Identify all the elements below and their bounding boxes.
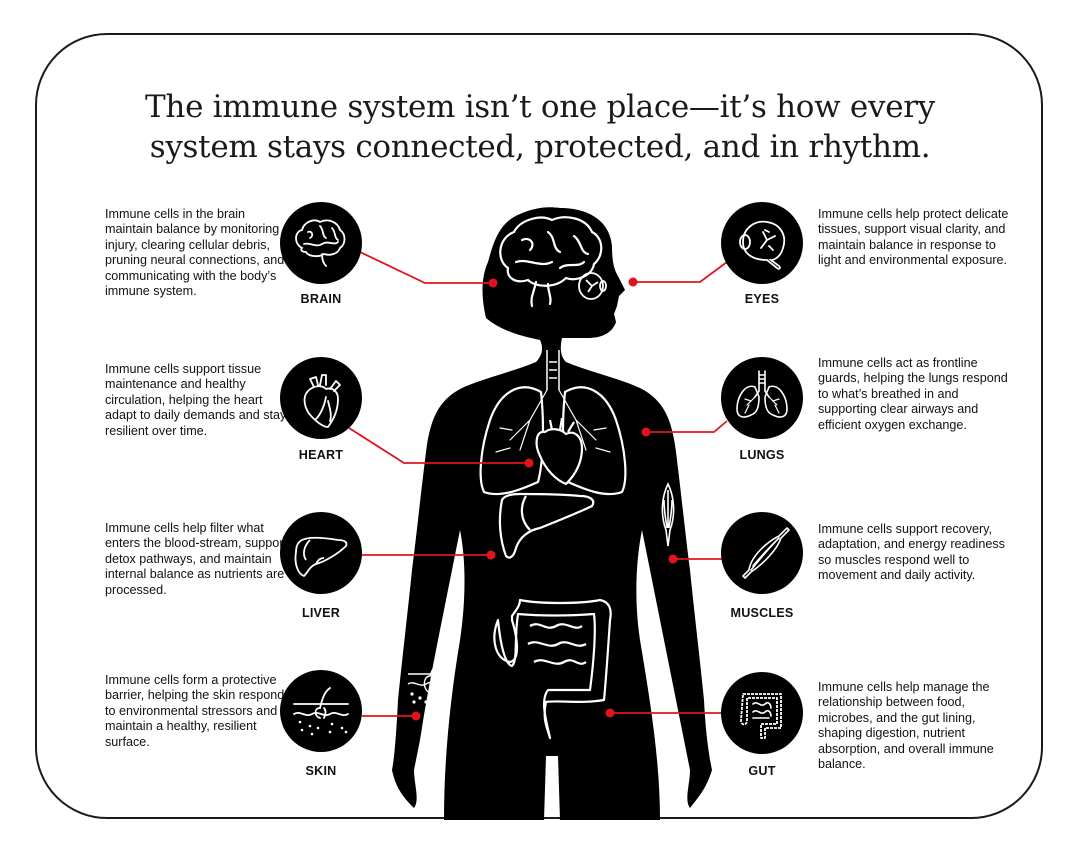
intestine-icon	[740, 693, 782, 739]
lungs-connector	[646, 420, 728, 433]
trachea-outline	[546, 350, 560, 390]
page-title: The immune system isn’t one place—it’s h…	[0, 87, 1080, 167]
liver-label: LIVER	[301, 606, 341, 620]
skin-outline	[407, 663, 441, 704]
heart-label: HEART	[298, 448, 344, 462]
lungs-icon	[736, 370, 788, 418]
heart-icon	[303, 374, 341, 428]
heart-connector	[348, 427, 529, 464]
heart-badge	[280, 357, 362, 439]
brain-connector	[359, 251, 493, 284]
liver-outline	[498, 492, 595, 559]
muscles-dot	[668, 554, 678, 564]
eyes-dot	[628, 277, 638, 287]
brain-badge	[280, 202, 362, 284]
skin-label: SKIN	[305, 764, 337, 778]
brain-label: BRAIN	[300, 292, 342, 306]
silhouette-shape	[392, 207, 712, 820]
skin-dot	[411, 711, 421, 721]
brain-icon	[295, 219, 346, 267]
skin-description: Immune cells form a protective barrier, …	[105, 673, 285, 749]
intestine-outline	[493, 598, 612, 740]
heart-dot	[524, 458, 534, 468]
skin-badge	[280, 670, 362, 752]
brain-dot	[488, 278, 498, 288]
eyes-badge	[721, 202, 803, 284]
gut-description: Immune cells help manage the relationshi…	[818, 680, 994, 772]
liver-icon	[294, 536, 348, 577]
liver-badge	[280, 512, 362, 594]
lungs-description: Immune cells act as frontline guards, he…	[818, 356, 1008, 432]
heart-description: Immune cells support tissue maintenance …	[105, 362, 287, 438]
eye-icon	[739, 220, 786, 270]
lungs-badge	[721, 357, 803, 439]
muscle-outline	[661, 482, 675, 547]
title-line-1: The immune system isn’t one place—it’s h…	[145, 88, 935, 125]
eye-outline	[578, 272, 607, 300]
brain-description: Immune cells in the brain maintain balan…	[105, 207, 285, 299]
muscles-badge	[721, 512, 803, 594]
heart-outline	[535, 417, 584, 486]
brain-outline	[499, 216, 603, 308]
eyes-connector	[633, 261, 728, 283]
title-line-2: system stays connected, protected, and i…	[149, 128, 931, 165]
eyes-label: EYES	[744, 292, 780, 306]
liver-description: Immune cells help filter what enters the…	[105, 521, 288, 597]
lungs-label: LUNGS	[739, 448, 785, 462]
gut-badge	[721, 672, 803, 754]
skin-icon	[293, 687, 349, 736]
gut-label: GUT	[748, 764, 776, 778]
muscle-icon	[742, 527, 790, 579]
liver-dot	[486, 550, 496, 560]
eyes-description: Immune cells help protect delicate tissu…	[818, 207, 1009, 268]
lungs-dot	[641, 427, 651, 437]
muscles-description: Immune cells support recovery, adaptatio…	[818, 522, 1005, 583]
gut-dot	[605, 708, 615, 718]
muscles-label: MUSCLES	[730, 606, 794, 620]
